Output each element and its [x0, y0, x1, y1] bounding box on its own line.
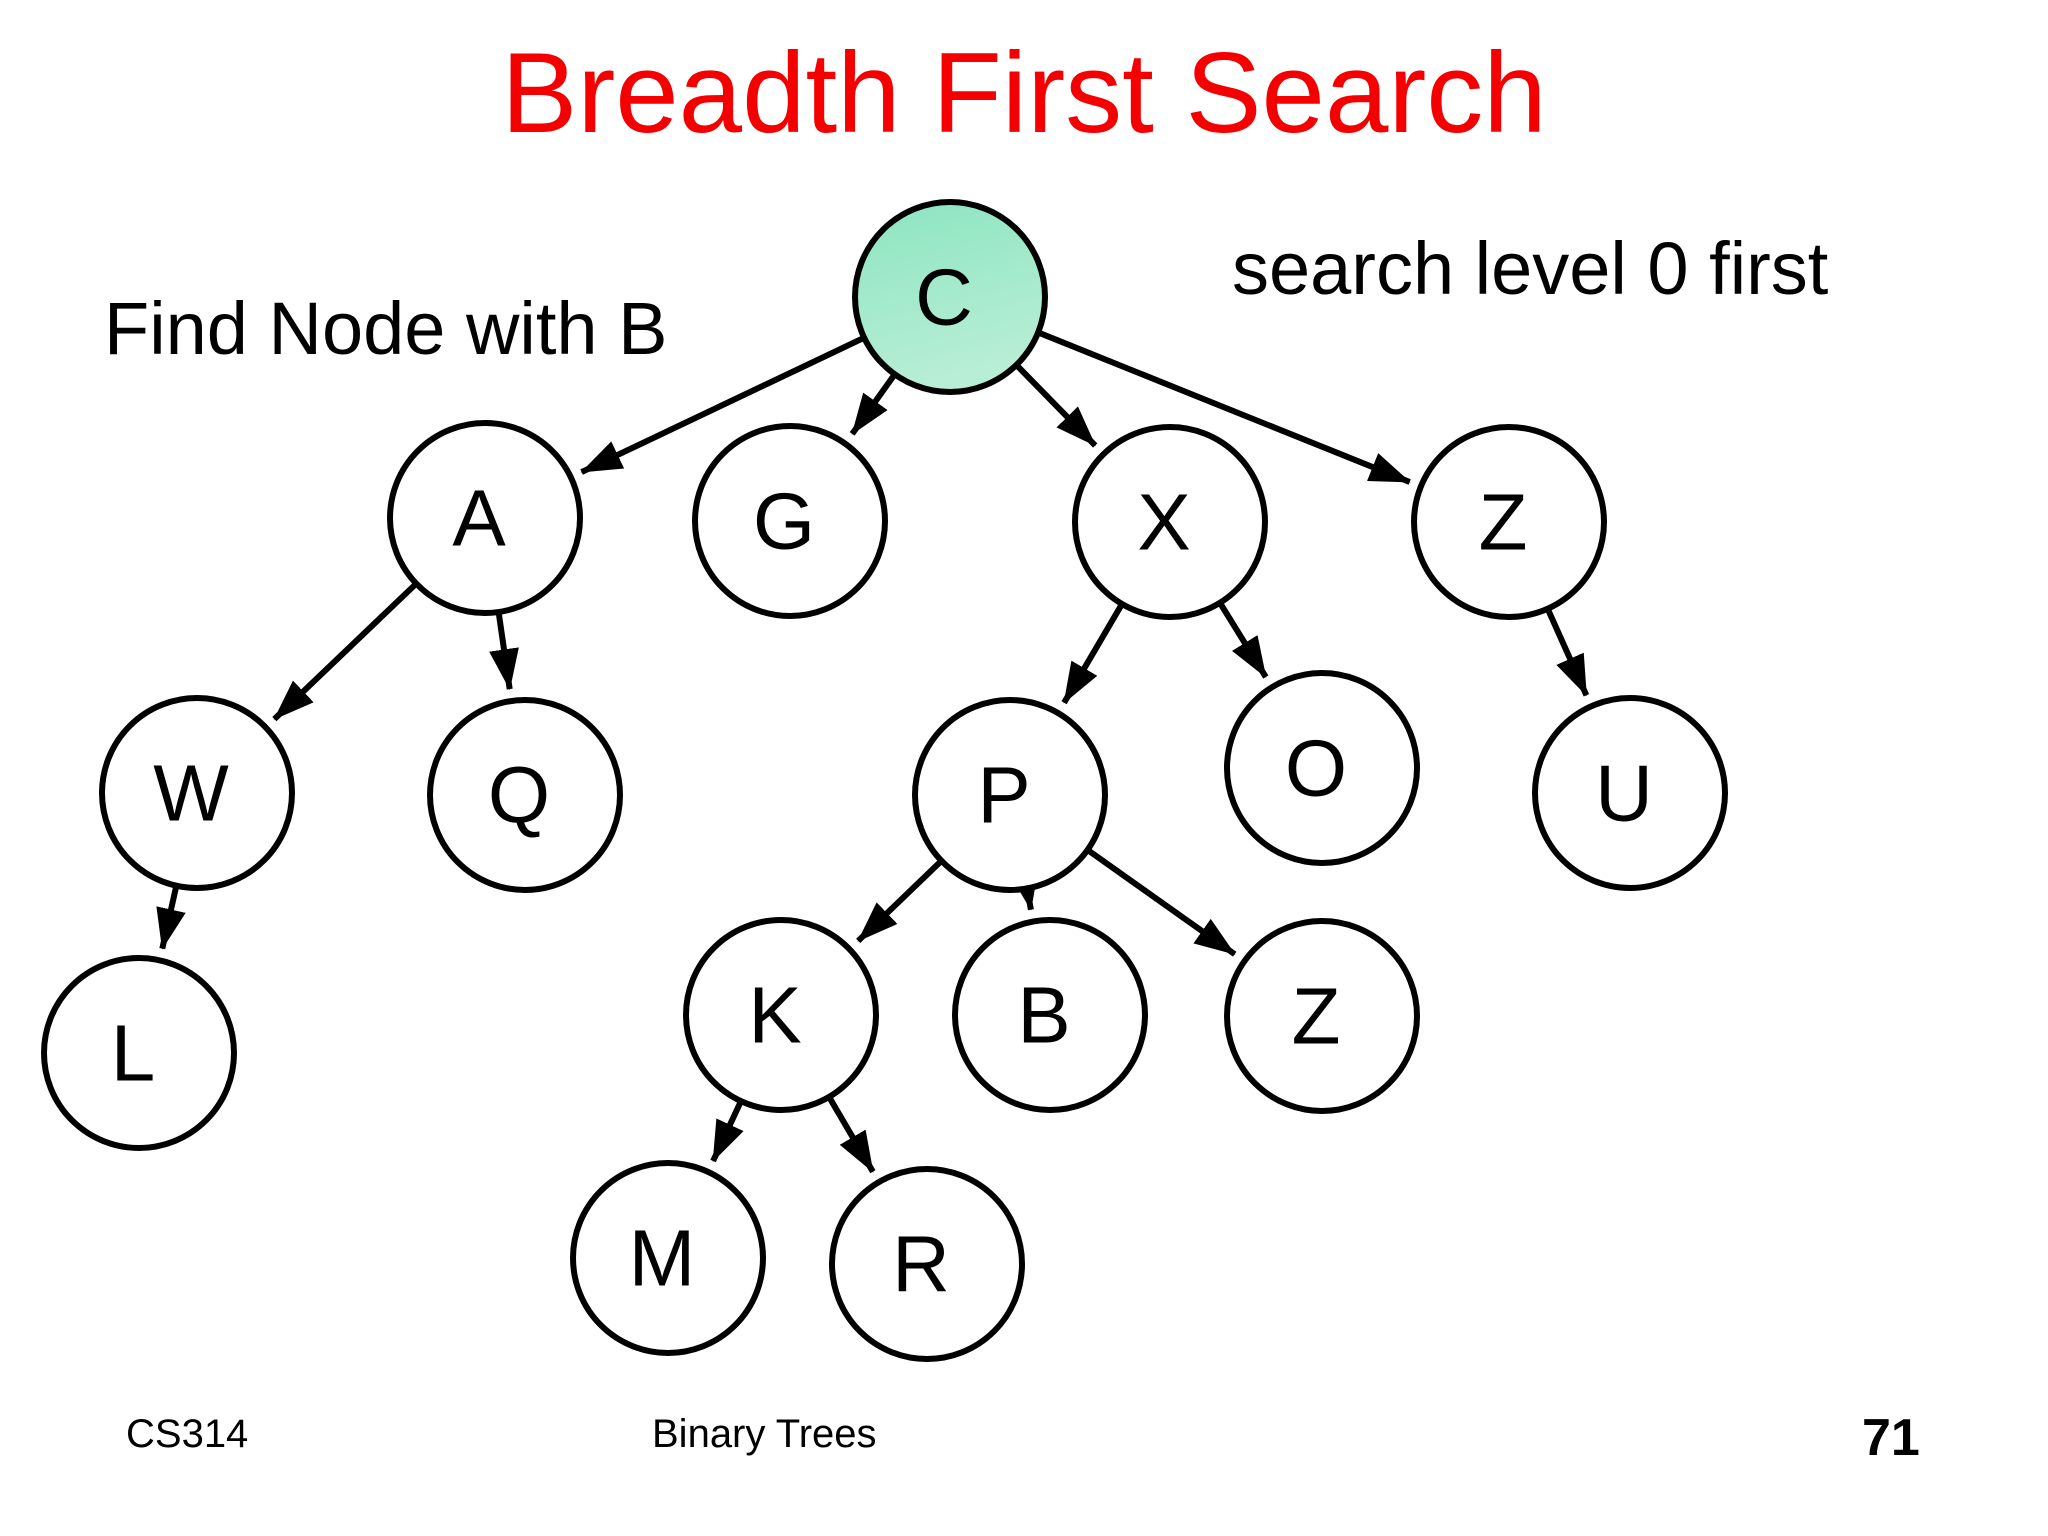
tree-node-R: R: [829, 1166, 1025, 1362]
edge-A-Q: [489, 613, 519, 691]
node-circle-L: [41, 955, 237, 1151]
edge-C-X: [1015, 364, 1098, 448]
tree-node-C: C: [852, 199, 1048, 395]
edge-P-Z2: [1087, 848, 1237, 957]
node-circle-C: [852, 199, 1048, 395]
node-label-U: U: [1595, 749, 1653, 838]
node-circle-G: [692, 423, 888, 619]
node-circle-W: [99, 695, 295, 891]
page-title: Breadth First Search: [501, 30, 1547, 157]
node-circle-Z: [1411, 424, 1607, 620]
node-circle-X: [1072, 424, 1268, 620]
node-circle-O: [1224, 670, 1420, 866]
node-circle-U: [1532, 695, 1728, 891]
node-label-W: W: [153, 749, 229, 838]
node-circle-R: [829, 1166, 1025, 1362]
tree-edges: [156, 330, 1590, 1174]
node-label-K: K: [748, 971, 801, 1060]
tree-node-B: B: [952, 917, 1148, 1113]
find-node-note: Find Node with B: [104, 287, 668, 370]
node-label-C: C: [915, 253, 973, 342]
tree-node-U: U: [1532, 695, 1728, 891]
node-label-R: R: [892, 1220, 950, 1309]
node-label-O: O: [1285, 724, 1347, 813]
tree-node-L: L: [41, 955, 237, 1151]
edge-K-R: [827, 1097, 876, 1174]
edge-C-Z: [1038, 330, 1411, 485]
node-label-P: P: [977, 751, 1030, 840]
tree-node-A: A: [387, 420, 583, 616]
edge-X-O: [1218, 602, 1269, 679]
node-label-L: L: [111, 1009, 156, 1098]
node-label-X: X: [1137, 478, 1190, 567]
node-circle-A: [387, 420, 583, 616]
node-label-Z: Z: [1479, 478, 1528, 567]
edge-A-W: [272, 582, 417, 722]
tree-node-Q: Q: [427, 697, 623, 893]
edge-P-K: [856, 860, 943, 944]
edge-Z-U: [1545, 609, 1590, 697]
tree-node-Z2: Z: [1224, 918, 1420, 1114]
edge-W-L: [156, 887, 186, 950]
node-label-B: B: [1017, 971, 1070, 1060]
tree-node-P: P: [912, 697, 1108, 893]
tree-node-O: O: [1224, 670, 1420, 866]
edge-C-A: [580, 335, 864, 475]
search-level-note: search level 0 first: [1232, 227, 1829, 310]
node-circle-Q: [427, 697, 623, 893]
node-circle-Z2: [1224, 918, 1420, 1114]
tree-node-W: W: [99, 695, 295, 891]
edge-C-G: [849, 374, 897, 436]
edge-P-B: [1009, 867, 1039, 911]
node-label-M: M: [629, 1214, 696, 1303]
node-label-G: G: [753, 477, 815, 566]
node-circle-P: [912, 697, 1108, 893]
tree-node-G: G: [692, 423, 888, 619]
node-label-A: A: [452, 474, 506, 563]
tree-node-X: X: [1072, 424, 1268, 620]
node-circle-K: [683, 917, 879, 1113]
node-label-Z2: Z: [1292, 972, 1341, 1061]
tree-nodes: C A G X Z W Q P O U L K B Z M R: [41, 199, 1728, 1362]
slide-page-number: 71: [1862, 1409, 1920, 1467]
tree-node-K: K: [683, 917, 879, 1113]
footer-topic-label: Binary Trees: [652, 1412, 877, 1456]
tree-node-Z: Z: [1411, 424, 1607, 620]
footer-course-label: CS314: [126, 1412, 249, 1456]
edge-X-P: [1061, 604, 1124, 705]
node-circle-M: [570, 1160, 766, 1356]
node-label-Q: Q: [488, 751, 550, 840]
node-circle-B: [952, 917, 1148, 1113]
tree-node-M: M: [570, 1160, 766, 1356]
edge-K-M: [710, 1101, 744, 1163]
